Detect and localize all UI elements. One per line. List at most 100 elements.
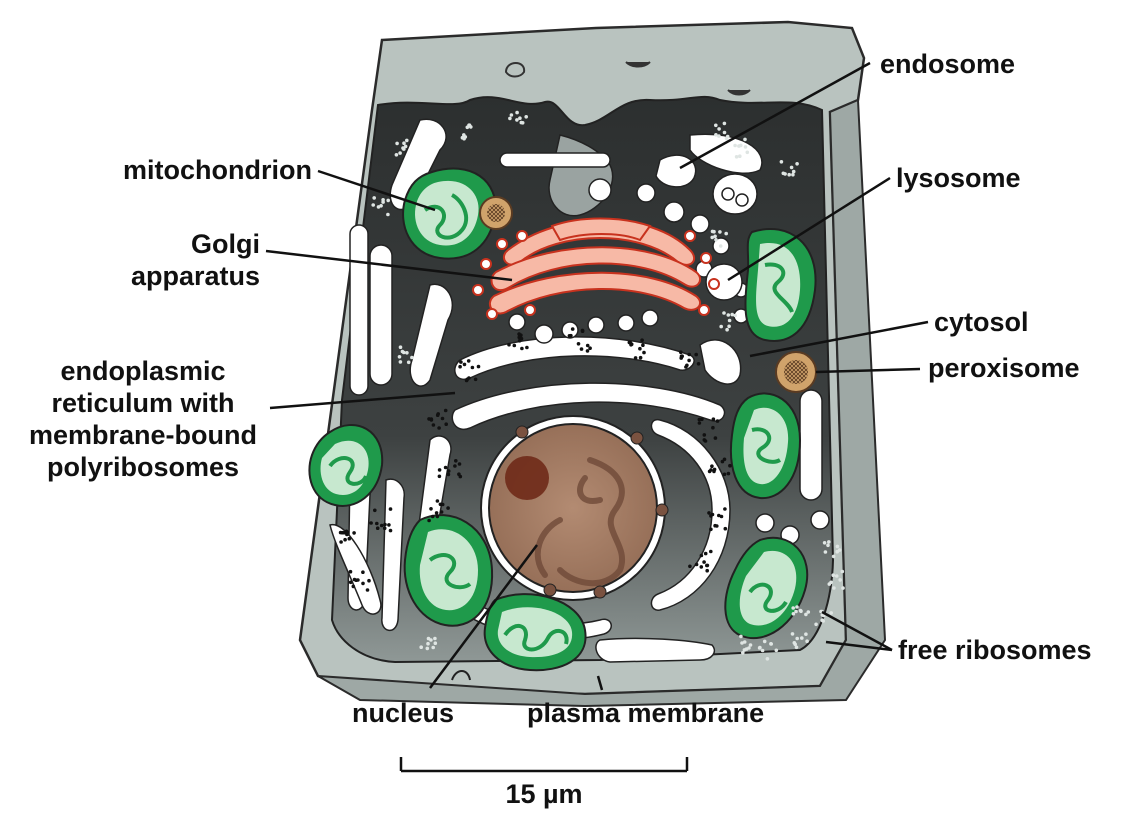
- ribosome-dot: [352, 585, 356, 589]
- label-golgi: Golgi apparatus: [100, 228, 260, 292]
- ribosome-dot: [508, 117, 512, 121]
- ribosome-dot: [719, 325, 723, 329]
- ribosome-dot: [688, 565, 692, 569]
- ribosome-dot: [700, 565, 704, 569]
- ribosome-dot: [717, 127, 721, 131]
- ribosome-dot: [708, 470, 712, 474]
- ribosome-dot: [520, 121, 524, 125]
- ribosome-dot: [510, 113, 514, 117]
- ribosome-dot: [723, 507, 727, 511]
- ribosome-dot: [722, 311, 726, 315]
- ribosome-dot: [467, 359, 471, 363]
- ribosome-dot: [349, 581, 353, 585]
- ribosome-dot: [432, 423, 436, 427]
- ribosome-dot: [720, 515, 724, 519]
- ribosome-dot: [629, 343, 633, 347]
- ribosome-dot: [399, 360, 403, 364]
- ribosome-dot: [386, 199, 390, 203]
- ribosome-dot: [640, 338, 644, 342]
- ribosome-dot: [398, 355, 402, 359]
- ribosome-dot: [581, 329, 585, 333]
- ribosome-dot: [446, 506, 450, 510]
- ribosome-dot: [356, 578, 360, 582]
- ribosome-dot: [525, 346, 529, 350]
- ribosome-dot: [728, 319, 732, 323]
- ribosome-dot: [345, 530, 349, 534]
- ribosome-dot: [795, 162, 799, 166]
- ribosome-dot: [709, 528, 713, 532]
- ribosome-dot: [841, 586, 845, 590]
- ribosome-dot: [401, 350, 405, 354]
- ribosome-dot: [679, 356, 683, 360]
- ribosome-dot: [795, 646, 799, 650]
- ribosome-dot: [586, 344, 590, 348]
- ribosome-dot: [580, 347, 584, 351]
- ribosome-dot: [404, 145, 408, 149]
- ribosome-dot: [459, 360, 463, 364]
- nucleus: [481, 416, 668, 600]
- ribosome-dot: [447, 469, 451, 473]
- ribosome-dot: [707, 511, 711, 515]
- ribosome-dot: [791, 606, 795, 610]
- ribosome-dot: [431, 515, 435, 519]
- ribosome-dot: [783, 172, 787, 176]
- ribosome-dot: [407, 361, 411, 365]
- ribosome-dot: [389, 507, 393, 511]
- ribosome-dot: [458, 365, 462, 369]
- ribosome-dot: [436, 413, 440, 417]
- ribosome-dot: [832, 586, 836, 590]
- ribosome-dot: [349, 570, 353, 574]
- ribosome-dot: [694, 353, 698, 357]
- ribosome-dot: [723, 131, 727, 135]
- ribosome-dot: [377, 205, 381, 209]
- ribosome-dot: [727, 325, 731, 329]
- ribosome-dot: [398, 151, 402, 155]
- ribosome-dot: [339, 540, 343, 544]
- ribosome-dot: [434, 641, 438, 645]
- ribosome-dot: [380, 524, 384, 528]
- label-lysosome: lysosome: [896, 162, 1021, 194]
- label-er-line-4: polyribosomes: [8, 451, 278, 483]
- ribosome-dot: [402, 141, 406, 145]
- ribosome-dot: [790, 166, 794, 170]
- ribosome-dot: [716, 419, 720, 423]
- ribosome-dot: [426, 642, 430, 646]
- ribosome-dot: [714, 238, 718, 242]
- ribosome-dot: [733, 144, 737, 148]
- ribosome-dot: [376, 526, 380, 530]
- ribosome-dot: [714, 133, 718, 137]
- ribosome-dot: [704, 439, 708, 443]
- ribosome-dot: [814, 623, 818, 627]
- ribosome-dot: [431, 646, 435, 650]
- ribosome-dot: [444, 466, 448, 470]
- ribosome-dot: [464, 135, 468, 139]
- ribosome-dot: [435, 511, 439, 515]
- ribosome-dot: [719, 244, 723, 248]
- multivesicular-body: [713, 174, 757, 214]
- ribosome-dot: [804, 632, 808, 636]
- ribosome-dot: [427, 519, 431, 523]
- ribosome-dot: [454, 459, 458, 463]
- ribosome-dot: [737, 144, 741, 148]
- ribosome-dot: [800, 636, 804, 640]
- ribosome-dot: [727, 313, 731, 317]
- label-cytosol: cytosol: [934, 306, 1029, 338]
- ribosome-dot: [405, 351, 409, 355]
- ribosome-dot: [405, 139, 409, 143]
- ribosome-dot: [520, 347, 524, 351]
- ribosome-dot: [775, 649, 779, 653]
- ribosome-dot: [458, 462, 462, 466]
- ribosome-dot: [679, 350, 683, 354]
- ribosome-dot: [713, 235, 717, 239]
- ribosome-dot: [507, 343, 511, 347]
- ribosome-dot: [577, 342, 581, 346]
- ribosome-dot: [709, 550, 713, 554]
- ribosome-dot: [744, 145, 748, 149]
- ribosome-dot: [343, 538, 347, 542]
- label-er-line-3: membrane-bound: [8, 419, 278, 451]
- ribosome-dot: [687, 359, 691, 363]
- ribosome-dot: [723, 122, 727, 126]
- ribosome-dot: [383, 526, 387, 530]
- ribosome-dot: [795, 605, 799, 609]
